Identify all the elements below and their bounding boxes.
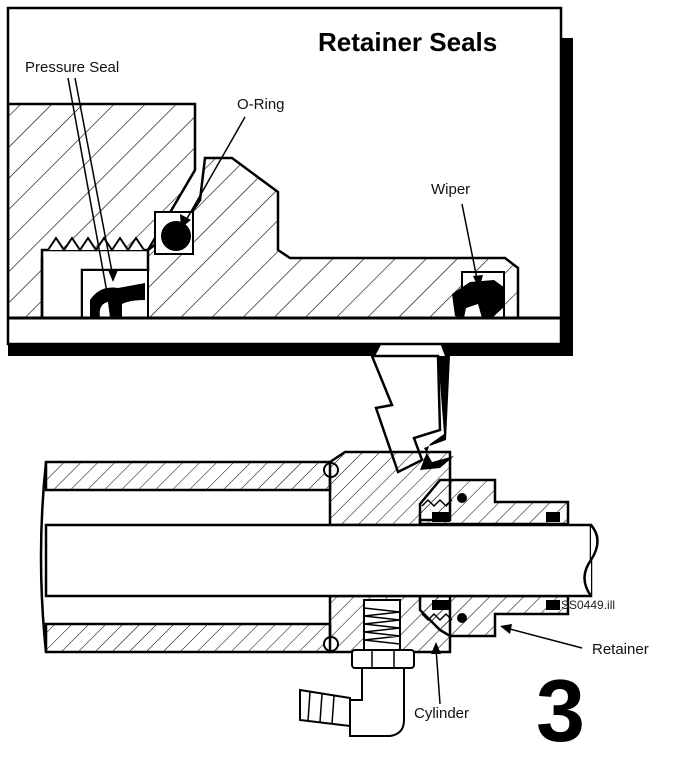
inset-frame — [6, 6, 563, 346]
thread-detail — [47, 236, 145, 252]
wiper-label: Wiper — [431, 181, 471, 198]
cylinder-label: Cylinder — [414, 705, 470, 722]
detail-inset — [6, 6, 573, 474]
o-ring-label: O-Ring — [237, 96, 285, 113]
inset-leaders — [67, 77, 479, 299]
drawing-reference: SS0449.ill — [561, 598, 616, 612]
diagram-title: Retainer Seals — [318, 27, 498, 57]
inset-shadow-left — [8, 343, 382, 356]
figure-number: 3 — [536, 661, 585, 760]
wiper-detail — [452, 280, 505, 318]
retainer-label: Retainer — [592, 641, 649, 658]
cylinder-assembly — [39, 450, 599, 737]
pressure-seal-label: Pressure Seal — [25, 59, 120, 76]
pressure-seal-detail — [90, 283, 145, 318]
o-ring-detail — [161, 221, 191, 251]
piston-rod — [44, 523, 593, 598]
